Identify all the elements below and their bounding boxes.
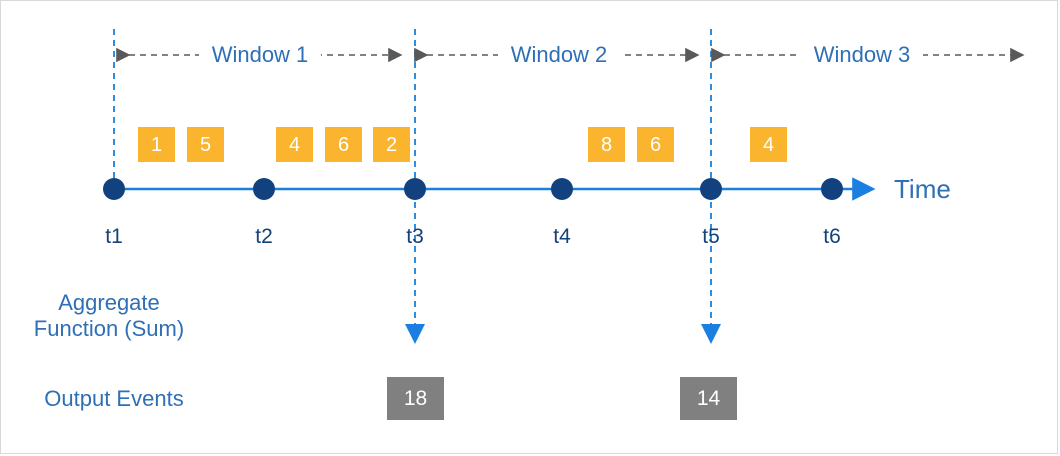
event-box: 5 [187,127,224,162]
event-box: 6 [637,127,674,162]
event-box: 1 [138,127,175,162]
event-box: 6 [325,127,362,162]
timeline-dot-t3 [404,178,426,200]
timeline-dot-t2 [253,178,275,200]
window-label-1: Window 1 [211,42,309,67]
event-box: 2 [373,127,410,162]
output-box: 18 [387,377,444,420]
event-box: 4 [750,127,787,162]
timeline-dot-t6 [821,178,843,200]
tick-label-t3: t3 [406,225,424,248]
axis-label-time: Time [894,174,951,204]
tick-label-t6: t6 [823,225,841,248]
timeline-dot-t1 [103,178,125,200]
event-box: 8 [588,127,625,162]
window-span-arrows [116,42,1025,68]
tick-label-t4: t4 [553,225,571,248]
tick-label-t2: t2 [255,225,273,248]
event-box: 4 [276,127,313,162]
timeline-dot-t4 [551,178,573,200]
tick-label-t1: t1 [105,225,123,248]
timeline-dot-t5 [700,178,722,200]
window-label-3: Window 3 [813,42,911,67]
tick-label-t5: t5 [702,225,720,248]
window-label-2: Window 2 [510,42,608,67]
output-events-label: Output Events [44,386,184,411]
aggregate-function-label: Aggregate Function (Sum) [33,290,185,341]
output-box: 14 [680,377,737,420]
timeline-axis [103,177,876,201]
